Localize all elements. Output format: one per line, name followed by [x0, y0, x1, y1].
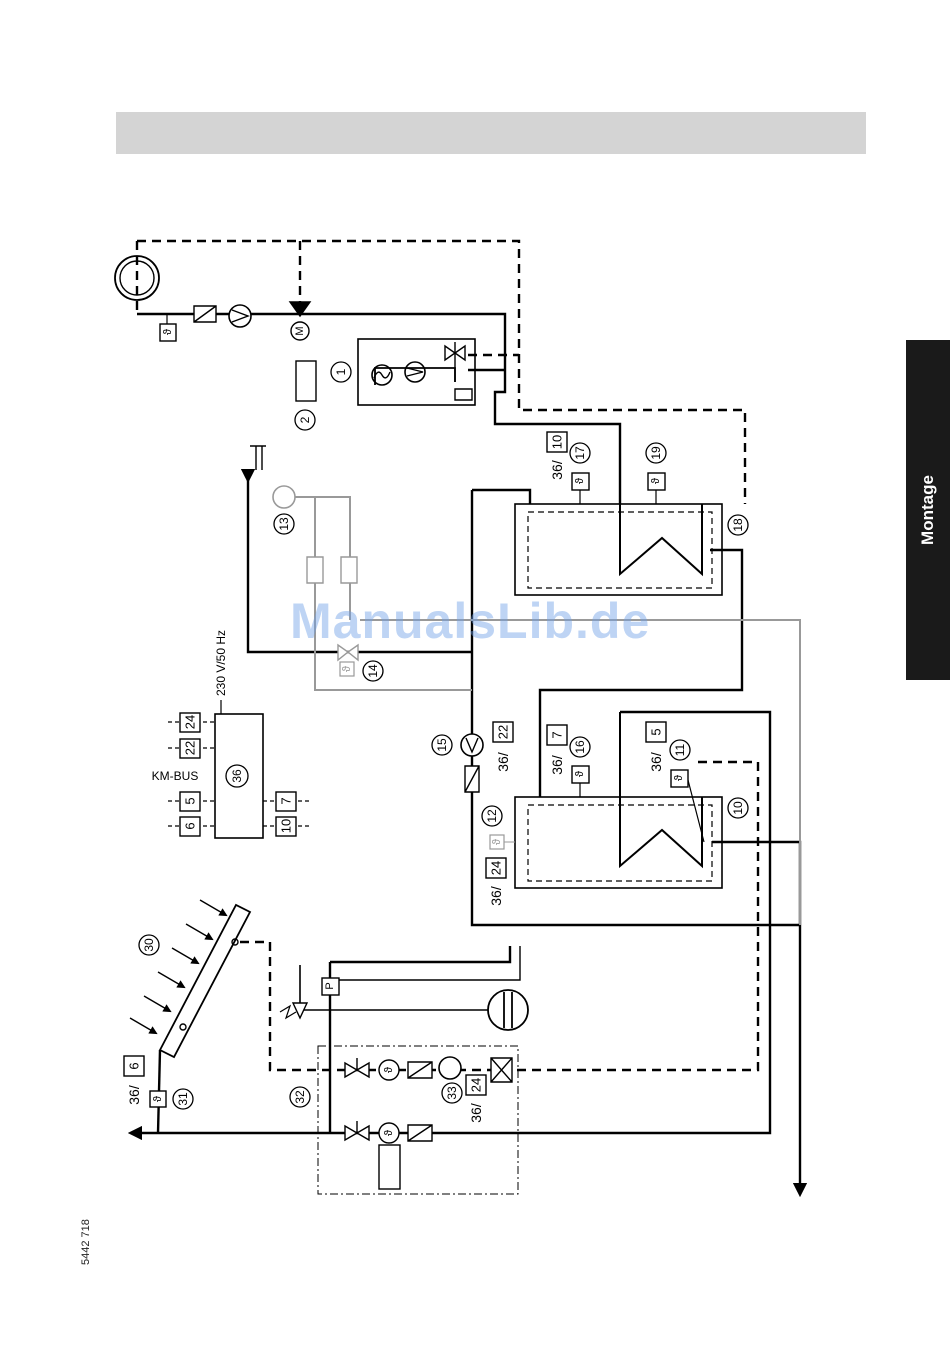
- temp-symbol-return: ϑ: [383, 1130, 395, 1136]
- callout-30: 30: [142, 938, 156, 952]
- terminal-5: 5: [183, 797, 198, 804]
- terminal-6: 6: [183, 822, 198, 829]
- callout-17: 17: [573, 446, 587, 460]
- temp-symbol-heating: ϑ: [162, 329, 174, 335]
- ref-prefix-10: 36/: [549, 460, 565, 480]
- callout-32: 32: [293, 1090, 307, 1104]
- ref-prefix-24b: 36/: [468, 1103, 484, 1123]
- ref-box-label-6: 6: [127, 1062, 142, 1069]
- temp-symbol-14: ϑ: [341, 666, 353, 672]
- callout-12: 12: [485, 809, 499, 823]
- ref-box-label-24a: 24: [489, 861, 504, 875]
- callout-1: 1: [334, 368, 348, 375]
- check-valve-heating-icon: [194, 306, 216, 322]
- boiler-control-box: [296, 361, 316, 401]
- ref-box-label-22: 22: [496, 725, 511, 739]
- callout-33: 33: [445, 1086, 459, 1100]
- ref-prefix-5: 36/: [648, 752, 664, 772]
- callout-2: 2: [298, 416, 312, 423]
- temp-symbol-11: ϑ: [673, 775, 685, 781]
- expansion-vessel-icon: [488, 990, 528, 1030]
- ref-prefix-6: 36/: [126, 1085, 142, 1105]
- supply-label: 230 V/50 Hz: [214, 630, 228, 696]
- check-valve-flow-icon: [408, 1062, 432, 1078]
- callout-10: 10: [731, 801, 745, 815]
- terminal-10: 10: [279, 819, 294, 833]
- dhw-tank-upper: [515, 504, 722, 595]
- heating-pump-icon: [229, 305, 251, 327]
- terminal-22: 22: [183, 741, 198, 755]
- shutoff-valve-flow-icon: [345, 1058, 369, 1077]
- ref-prefix-24a: 36/: [488, 886, 504, 906]
- tank-loading-pump-icon: [461, 734, 483, 756]
- callout-13: 13: [277, 517, 291, 531]
- ref-box-label-5: 5: [649, 728, 664, 735]
- ref-box-label-7: 7: [550, 731, 565, 738]
- callout-14: 14: [366, 664, 380, 678]
- solar-controller-box: [379, 1145, 400, 1189]
- callout-31: 31: [176, 1092, 190, 1106]
- sun-rays-icon: [130, 900, 224, 1032]
- ref-box-label-24b: 24: [469, 1078, 484, 1092]
- temp-symbol-16: ϑ: [574, 771, 586, 777]
- callout-19: 19: [649, 446, 663, 460]
- dhw-tank-lower: [515, 712, 722, 888]
- check-valve-return-icon: [408, 1125, 432, 1141]
- boiler-pump-icon: [405, 362, 425, 382]
- watermark: ManualsLib.de: [290, 592, 650, 650]
- temp-symbol-31: ϑ: [152, 1096, 164, 1102]
- callout-18: 18: [731, 518, 745, 532]
- callout-15: 15: [435, 738, 449, 752]
- motor-symbol: M: [294, 326, 306, 335]
- circulation-pump-icon: [273, 486, 295, 508]
- flow-meter-icon: [491, 1058, 512, 1082]
- shutoff-valve-return-icon: [345, 1121, 369, 1140]
- check-valve-15-icon: [465, 766, 479, 792]
- boiler-circuit: [137, 241, 745, 504]
- boiler-unit: [358, 339, 475, 405]
- terminal-24: 24: [183, 715, 198, 729]
- terminal-7: 7: [279, 797, 294, 804]
- bus-label: KM-BUS: [152, 769, 199, 783]
- callout-11: 11: [673, 743, 687, 756]
- ref-box-label-10: 10: [550, 435, 565, 449]
- temp-symbol-12: ϑ: [491, 839, 503, 845]
- document-number: 5442 718: [80, 1205, 100, 1265]
- temp-symbol-17: ϑ: [574, 478, 586, 484]
- pressure-symbol: P: [324, 982, 336, 989]
- temp-symbol-19: ϑ: [650, 478, 662, 484]
- ref-prefix-22: 36/: [495, 752, 511, 772]
- callout-36: 36: [230, 769, 244, 783]
- solar-pump-icon: [439, 1057, 461, 1079]
- callout-16: 16: [573, 740, 587, 754]
- temp-symbol-flow: ϑ: [383, 1067, 395, 1073]
- ref-prefix-7: 36/: [549, 755, 565, 775]
